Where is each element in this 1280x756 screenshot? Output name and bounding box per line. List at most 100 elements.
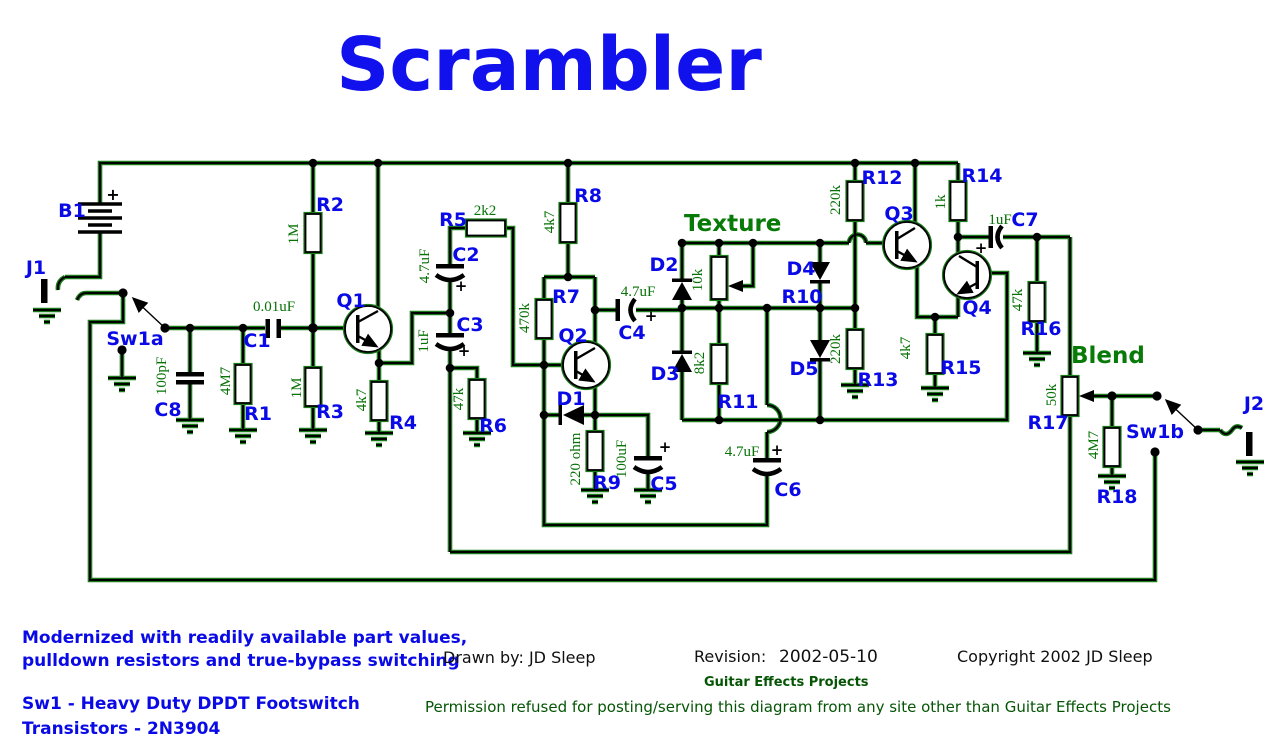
label-sw1a: Sw1a xyxy=(106,328,163,350)
label-c2: C2 xyxy=(452,244,479,266)
label-c8: C8 xyxy=(154,399,181,421)
value-r15: 4k7 xyxy=(898,336,914,359)
cap-c2-curved-plate xyxy=(434,273,466,283)
label-r16: R16 xyxy=(1020,318,1061,340)
label-r8: R8 xyxy=(574,185,602,207)
value-r10: 10k xyxy=(690,268,706,291)
label-r10: R10 xyxy=(781,286,822,308)
diode-d3-triangle xyxy=(672,354,692,372)
label-r15: R15 xyxy=(940,357,981,379)
reference-labels: B1 J1 Sw1a C8 R1 C1 R2 R3 Q1 R4 R5 C2 C3… xyxy=(24,165,1264,508)
diode-d3-bar xyxy=(672,350,692,354)
note-footswitch: Sw1 - Heavy Duty DPDT Footswitch xyxy=(22,694,360,714)
label-c7: C7 xyxy=(1011,209,1038,231)
cap-c5-curved-plate xyxy=(632,465,664,475)
label-r4: R4 xyxy=(389,412,417,434)
label-c1: C1 xyxy=(243,330,270,352)
cap-c8-plate xyxy=(176,372,204,377)
copyright: Copyright 2002 JD Sleep xyxy=(957,647,1153,666)
curved-cap-plates xyxy=(434,224,1004,477)
label-c5: C5 xyxy=(650,473,677,495)
label-c3: C3 xyxy=(456,314,483,336)
battery-b1-plates xyxy=(78,202,122,234)
value-r16: 47k xyxy=(1010,288,1026,311)
b1-plus: + xyxy=(106,185,119,204)
cap-c6-curved-plate xyxy=(751,467,783,477)
label-q4: Q4 xyxy=(962,297,991,319)
cap-c1-plate xyxy=(276,319,281,338)
label-d1: D1 xyxy=(557,388,586,410)
cap-c8-plate xyxy=(176,380,204,385)
cap-c7-curved-plate xyxy=(995,224,1004,250)
value-r11: 8k2 xyxy=(692,352,708,375)
transistor-base-bars xyxy=(356,231,979,379)
note-modernized-line2: pulldown resistors and true-bypass switc… xyxy=(22,651,460,671)
label-q3: Q3 xyxy=(884,203,913,225)
label-r1: R1 xyxy=(244,403,272,425)
black-parts-layer xyxy=(41,226,1253,463)
value-c3: 1uF xyxy=(416,329,432,352)
cap-c3-curved-plate xyxy=(434,342,466,352)
value-c2: 4.7uF xyxy=(417,249,433,284)
pot-r10-wiper-arrow xyxy=(728,280,743,292)
c7-plus: + xyxy=(975,239,988,257)
jack-j1-tip xyxy=(41,279,48,303)
q2-emitter-arrow xyxy=(575,368,596,383)
value-r2: 1M xyxy=(286,224,302,245)
label-r13: R13 xyxy=(857,369,898,391)
diode-d5-triangle xyxy=(810,340,830,358)
junction-dots xyxy=(117,158,1203,457)
label-j2: J2 xyxy=(1242,393,1264,415)
value-r3: 1M xyxy=(289,378,305,399)
value-c7: 1uF xyxy=(988,212,1011,228)
c3-plus: + xyxy=(458,342,471,360)
value-c6: 4.7uF xyxy=(725,444,760,460)
site-name: Guitar Effects Projects xyxy=(704,675,869,690)
diode-d4-triangle xyxy=(810,262,830,280)
drawn-by: Drawn by: JD Sleep xyxy=(443,648,596,667)
value-r9: 220 ohm xyxy=(568,432,584,485)
label-r17: R17 xyxy=(1027,412,1068,434)
c4-plus: + xyxy=(645,307,658,325)
q4-emitter-arrow xyxy=(956,280,978,295)
label-r18: R18 xyxy=(1096,486,1137,508)
value-r4: 4k7 xyxy=(354,388,370,411)
value-r13: 220k xyxy=(828,334,844,365)
revision-label: Revision: xyxy=(694,647,766,666)
cap-c6-plate xyxy=(753,458,781,463)
polarity-marks: + + + + + + + xyxy=(106,185,987,459)
cap-c4-plate xyxy=(615,299,620,321)
label-r5: R5 xyxy=(439,209,467,231)
value-labels: 100pF 4M7 1M 1M 4k7 4.7uF 1uF 47k 470k 4… xyxy=(154,185,1102,486)
cap-c5-plate xyxy=(634,456,662,461)
label-r14: R14 xyxy=(961,165,1002,187)
sw1a-blade xyxy=(131,296,166,329)
label-b1: B1 xyxy=(58,200,86,222)
value-r17: 50k xyxy=(1044,383,1060,406)
label-r7: R7 xyxy=(552,286,580,308)
revision-date: 2002-05-10 xyxy=(779,647,878,667)
value-r14: 1k xyxy=(933,194,949,210)
pot-r17-wiper-arrow xyxy=(1079,390,1094,402)
value-r8: 4k7 xyxy=(542,210,558,233)
note-transistors: Transistors - 2N3904 xyxy=(22,719,220,739)
value-r5: 2k2 xyxy=(474,203,497,219)
cap-c1-plate xyxy=(265,319,270,338)
label-q1: Q1 xyxy=(336,290,365,312)
jack-j2-tip xyxy=(1246,432,1253,456)
section-label-blend: Blend xyxy=(1071,343,1145,369)
label-r12: R12 xyxy=(861,167,902,189)
cap-c2-plate xyxy=(436,264,464,269)
label-d3: D3 xyxy=(651,363,680,385)
page-title: Scrambler xyxy=(336,22,762,108)
cap-c3-plate xyxy=(436,333,464,338)
sw1b-blade xyxy=(1164,398,1199,431)
section-label-texture: Texture xyxy=(684,211,781,237)
value-c1: 0.01uF xyxy=(253,299,295,315)
label-q2: Q2 xyxy=(558,325,587,347)
diode-d1-triangle xyxy=(563,405,584,425)
label-r3: R3 xyxy=(316,401,344,423)
cap-c4-curved-plate xyxy=(628,297,637,323)
